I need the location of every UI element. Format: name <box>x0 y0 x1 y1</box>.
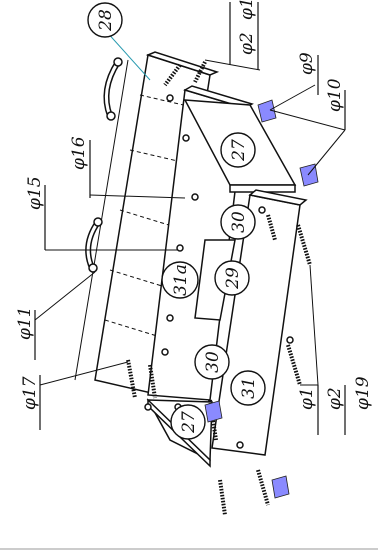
part-29-callout: 29 <box>214 260 250 296</box>
label-p30b: 30 <box>203 351 223 373</box>
part-30-bottom-callout: 30 <box>194 344 230 380</box>
hw-label-p17: φ17 <box>20 376 40 410</box>
part-31a-callout: 31a <box>161 261 199 299</box>
part-28-label: 28 <box>96 9 116 32</box>
corner-brackets <box>204 99 319 499</box>
label-p31: 31 <box>239 377 259 399</box>
handle-bottom <box>85 217 103 273</box>
hw-label-p19: φ19 <box>353 376 373 410</box>
hw-label-p11: φ11 <box>15 306 35 340</box>
cam-fittings <box>144 94 294 449</box>
hw-label-p10: φ10 <box>325 78 345 112</box>
part-27-top-callout: 27 <box>220 132 256 168</box>
handle-top <box>103 57 123 121</box>
part-31-callout: 31 <box>230 370 266 406</box>
hw-label-p1-top: φ1 <box>237 0 257 20</box>
leader-lines <box>34 29 346 386</box>
hw-label-p15: φ15 <box>25 176 45 210</box>
label-p27a: 27 <box>229 139 249 162</box>
part-30-top-callout: 30 <box>220 204 256 240</box>
label-rules <box>34 2 346 435</box>
label-p27b: 27 <box>179 411 199 434</box>
hw-label-p16: φ16 <box>69 136 89 170</box>
hw-label-p2-bottom: φ2 <box>325 387 345 410</box>
label-p31a: 31a <box>171 264 191 296</box>
hw-label-p1-bottom: φ1 <box>297 387 317 410</box>
label-p29: 29 <box>223 267 243 290</box>
part-27-bottom-callout: 27 <box>170 404 206 440</box>
label-p30a: 30 <box>229 211 249 233</box>
part-28-callout: 28 <box>87 2 123 38</box>
hw-label-p9: φ9 <box>297 52 317 75</box>
hw-label-p2-top: φ2 <box>237 32 257 55</box>
